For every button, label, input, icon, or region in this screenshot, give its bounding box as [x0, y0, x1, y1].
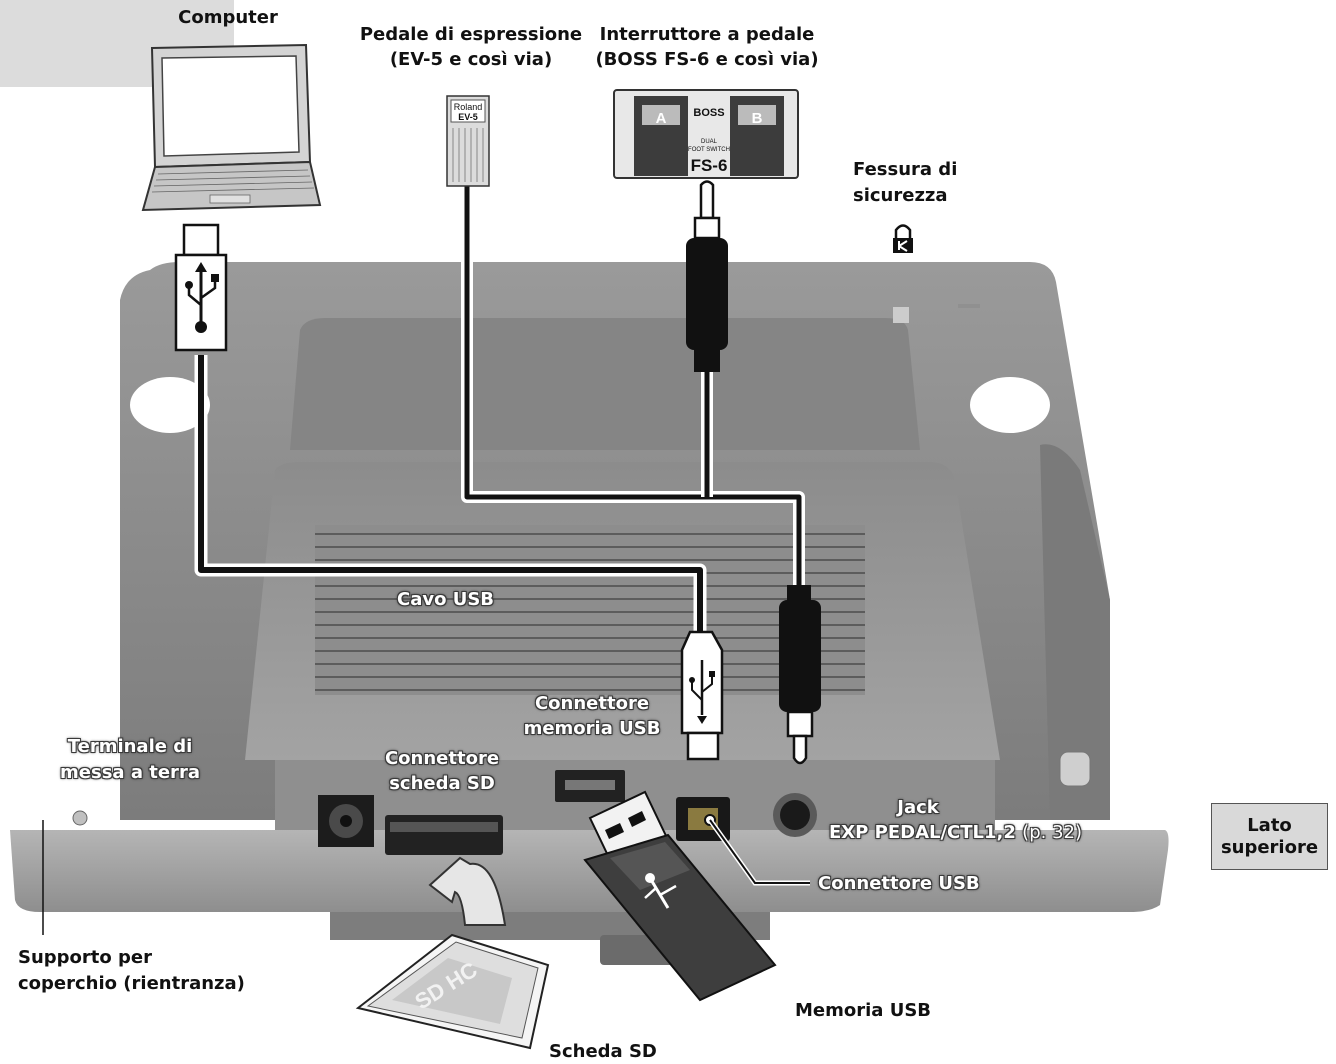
sd-insert-arrow	[428, 856, 507, 926]
fs6-pedal-a-text: A	[656, 110, 667, 127]
security-slot-label-2: sicurezza	[853, 185, 948, 206]
ev5-expression-pedal	[446, 95, 490, 187]
usb-memory-connector-label-2: memoria USB	[523, 718, 661, 739]
usb-memory-port	[555, 770, 625, 802]
usb-memory-label: Memoria USB	[795, 1000, 932, 1021]
cables	[194, 185, 805, 632]
usb-memory-connector-label-1: Connettore	[534, 693, 650, 714]
sd-connector-label-1: Connettore	[384, 748, 500, 769]
ground-terminal-label-2: messa a terra	[60, 762, 200, 783]
ground-terminal-label-1: Terminale di	[67, 736, 193, 757]
exp-pedal-jack	[773, 793, 817, 837]
usb-a-plug	[174, 223, 228, 352]
sd-connector-label-2: scheda SD	[389, 773, 495, 794]
usb-b-plug	[680, 630, 724, 761]
expression-pedal-label-1: Pedale di espressione	[359, 24, 583, 45]
fs6-desc-line2: FOOT SWITCH	[688, 147, 730, 153]
usb-cable-label: Cavo USB	[397, 589, 495, 610]
usb-memory-stick	[583, 790, 777, 1002]
fs6-model-text: FS-6	[691, 156, 728, 175]
vent-grille	[315, 525, 865, 695]
exp-jack-plug	[779, 585, 821, 765]
top-side-label-1: Lato	[1247, 814, 1292, 836]
dc-in-port	[318, 795, 374, 847]
side-hole-right	[970, 377, 1050, 433]
side-hole-left	[130, 377, 210, 433]
sd-card-slot	[385, 815, 503, 855]
security-slot-label-1: Fessura di	[853, 159, 958, 180]
jack-label-2: EXP PEDAL/CTL1,2 (p. 32)	[829, 821, 1082, 844]
fs6-foot-switch	[613, 89, 799, 179]
kensington-lock-icon	[893, 224, 913, 253]
fs6-brand-text: BOSS	[693, 107, 724, 119]
front-lip	[10, 830, 1169, 912]
expression-pedal-label-2: (EV-5 e così via)	[389, 49, 553, 70]
fs6-top-plug	[686, 180, 728, 372]
top-side-tab: Lato superiore	[1211, 803, 1328, 870]
jack-page-ref: (p. 32)	[1022, 822, 1082, 843]
jack-label-main: EXP PEDAL/CTL1,2	[829, 822, 1016, 843]
computer-laptop	[141, 43, 322, 212]
foot-switch-label-1: Interruttore a pedale	[599, 24, 815, 45]
ev5-brand-text: Roland	[454, 102, 483, 112]
fs6-desc-line1: DUAL	[701, 139, 718, 145]
top-side-label-2: superiore	[1220, 836, 1319, 858]
usb-connector-leader	[704, 814, 810, 886]
sd-card	[355, 933, 550, 1050]
sd-card-label: Scheda SD	[549, 1041, 657, 1062]
cover-support-label-1: Supporto per	[18, 947, 152, 968]
ground-screw	[72, 810, 88, 826]
computer-label: Computer	[178, 7, 278, 28]
usb-connector-label: Connettore USB	[818, 873, 980, 894]
fs6-pedal-b-text: B	[752, 110, 763, 127]
foot-switch-label-2: (BOSS FS-6 e così via)	[595, 49, 819, 70]
cover-support-label-2: coperchio (rientranza)	[18, 973, 245, 994]
ev5-model-text: EV-5	[458, 112, 478, 122]
jack-label-1: Jack	[897, 797, 939, 818]
